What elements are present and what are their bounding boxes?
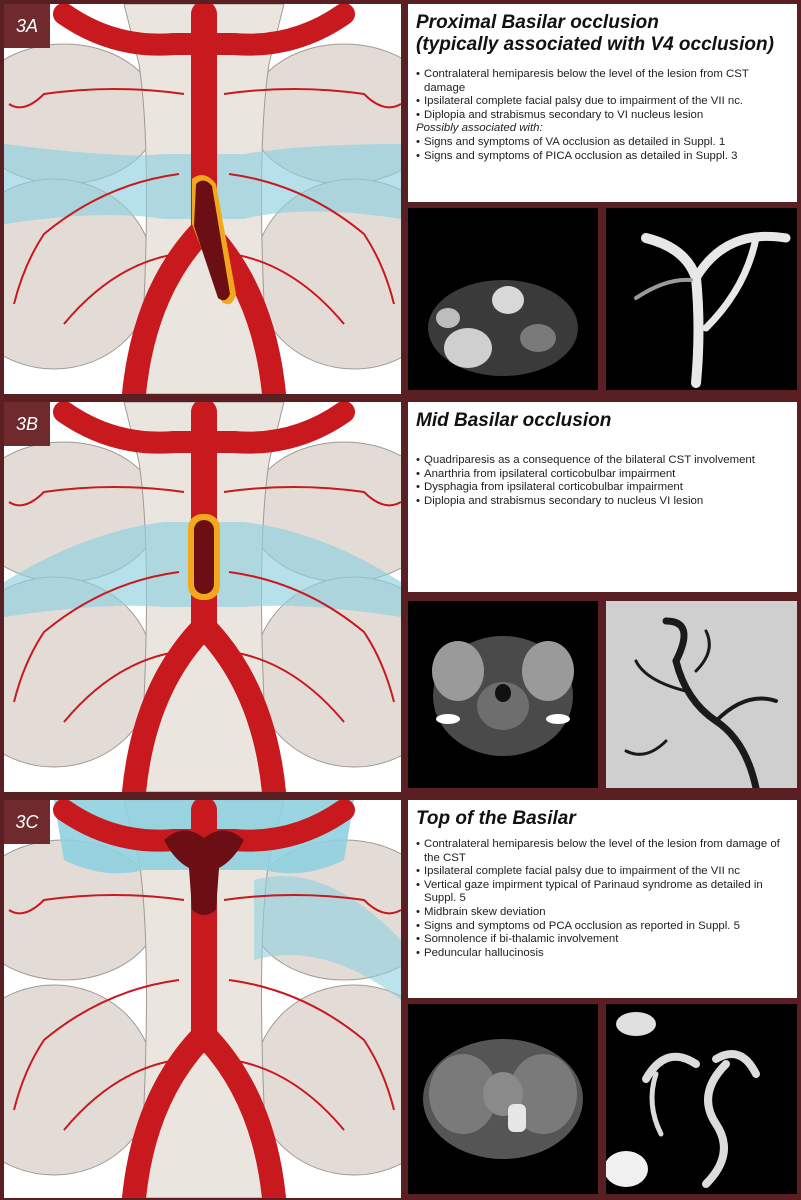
panel-3b: 3B Mid Basilar occlusion Quadriparesis a… bbox=[0, 398, 801, 796]
list-item: Diplopia and strabismus secondary to nuc… bbox=[416, 495, 789, 509]
panel-3c: 3C Top of the Basilar Contralateral hemi… bbox=[0, 796, 801, 1200]
associated-list: Signs and symptoms of VA occlusion as de… bbox=[416, 136, 789, 163]
panel-title: Proximal Basilar occlusion bbox=[416, 12, 659, 33]
panel-tag: 3A bbox=[4, 4, 50, 48]
symptom-list: Contralateral hemiparesis below the leve… bbox=[416, 68, 789, 122]
list-item: Peduncular hallucinosis bbox=[416, 947, 789, 961]
list-item: Signs and symptoms of VA occlusion as de… bbox=[416, 136, 789, 150]
mra-image-3c bbox=[606, 1004, 797, 1194]
angiogram-3b bbox=[606, 601, 797, 788]
list-item: Quadriparesis as a consequence of the bi… bbox=[416, 454, 789, 468]
text-box-3c: Top of the Basilar Contralateral hemipar… bbox=[408, 800, 797, 998]
mri-dwi-3c bbox=[408, 1004, 598, 1194]
mra-image-3a bbox=[606, 208, 797, 390]
panel-title: Mid Basilar occlusion bbox=[416, 410, 612, 431]
list-item: Midbrain skew deviation bbox=[416, 906, 789, 920]
illustration-3b: 3B bbox=[4, 402, 401, 792]
list-item: Signs and symptoms od PCA occlusion as r… bbox=[416, 920, 789, 934]
list-item: Diplopia and strabismus secondary to VI … bbox=[416, 109, 789, 123]
panel-tag: 3B bbox=[4, 402, 50, 446]
list-item: Vertical gaze impirment typical of Parin… bbox=[416, 879, 789, 906]
list-item: Dysphagia from ipsilateral corticobulbar… bbox=[416, 481, 789, 495]
panel-title: Top of the Basilar bbox=[416, 808, 576, 829]
mri-dwi-3b bbox=[408, 601, 598, 788]
mri-dwi-3a bbox=[408, 208, 598, 390]
text-box-3b: Mid Basilar occlusion Quadriparesis as a… bbox=[408, 402, 797, 592]
illustration-3c: 3C bbox=[4, 800, 401, 1198]
illustration-3a: 3A bbox=[4, 4, 401, 394]
list-item: Contralateral hemiparesis below the leve… bbox=[416, 838, 789, 865]
list-item: Somnolence if bi-thalamic involvement bbox=[416, 933, 789, 947]
panel-3a: 3A Proximal Basilar occlusion (typically… bbox=[0, 0, 801, 398]
symptom-list: Quadriparesis as a consequence of the bi… bbox=[416, 454, 789, 508]
panel-subtitle: (typically associated with V4 occlusion) bbox=[416, 34, 774, 55]
list-item: Anarthria from ipsilateral corticobulbar… bbox=[416, 468, 789, 482]
list-item: Signs and symptoms of PICA occlusion as … bbox=[416, 150, 789, 164]
symptom-list: Contralateral hemiparesis below the leve… bbox=[416, 838, 789, 960]
list-item: Ipsilateral complete facial palsy due to… bbox=[416, 865, 789, 879]
panel-tag: 3C bbox=[4, 800, 50, 844]
text-box-3a: Proximal Basilar occlusion (typically as… bbox=[408, 4, 797, 202]
list-item: Contralateral hemiparesis below the leve… bbox=[416, 68, 789, 95]
possibly-associated-label: Possibly associated with: bbox=[416, 122, 543, 135]
list-item: Ipsilateral complete facial palsy due to… bbox=[416, 95, 789, 109]
